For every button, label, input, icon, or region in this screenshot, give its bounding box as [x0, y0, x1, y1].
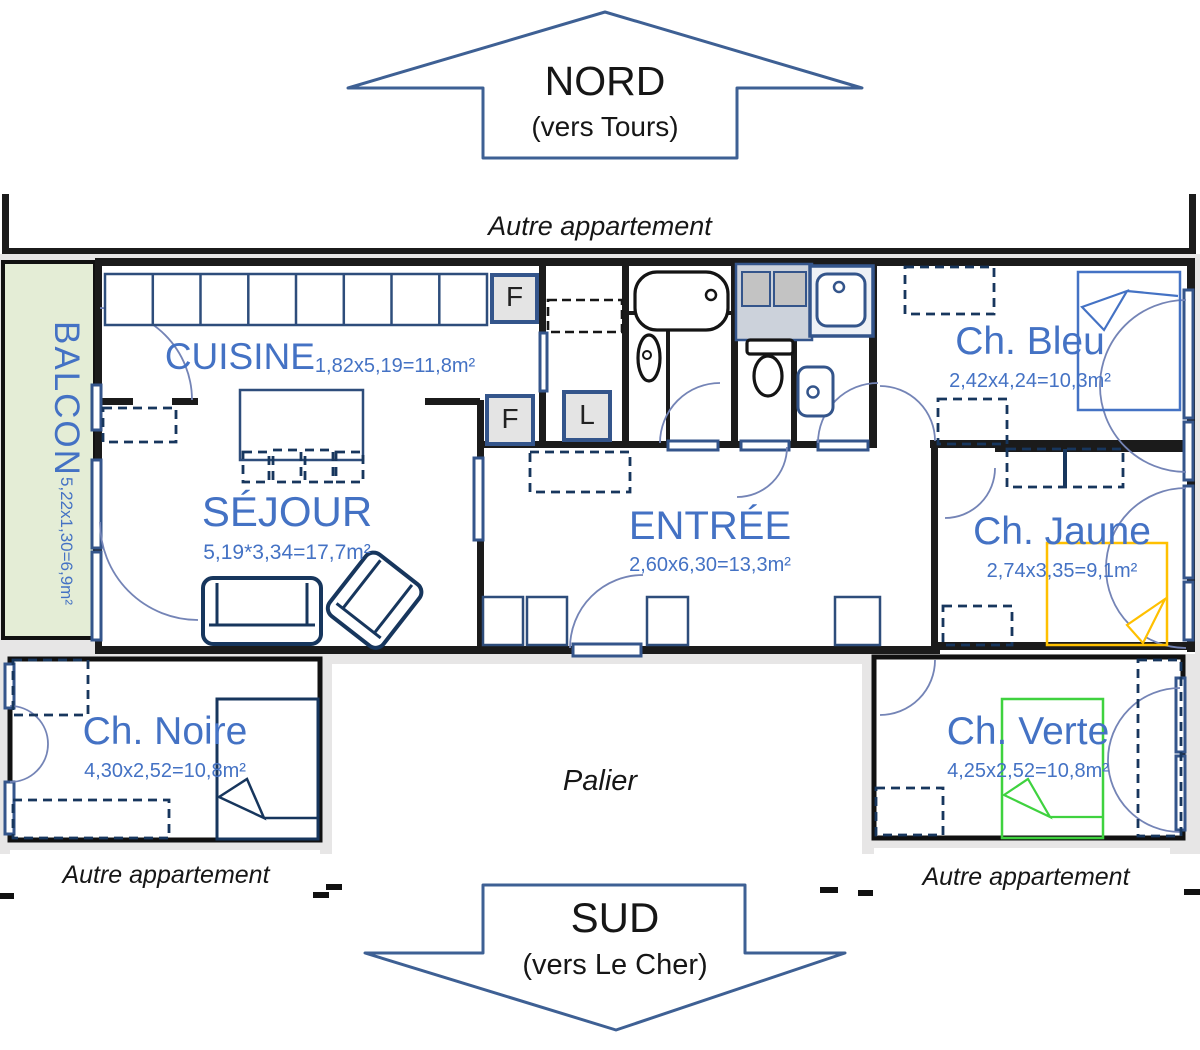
bedroom-noire-box — [7, 656, 323, 843]
bathtub — [633, 270, 730, 332]
entry-door-sill — [571, 642, 643, 658]
sejour-label: SÉJOUR 5,19*3,34=17,7m² — [177, 488, 397, 565]
sejour-name: SÉJOUR — [201, 488, 373, 535]
fridge-top-box — [490, 273, 539, 324]
balcon-label: BALCON5,22x1,30=6,9m² — [14, 290, 86, 635]
bath-sink — [636, 333, 662, 383]
window-ch-jaune — [1182, 484, 1195, 580]
washer-letter: L — [579, 399, 595, 430]
kitchen-cabinets — [103, 272, 489, 327]
ch-jaune-label: Ch. Jaune 2,74x3,35=9,1m² — [952, 510, 1172, 582]
cuisine-name: CUISINE — [164, 336, 315, 377]
bed-bleu — [1076, 270, 1182, 412]
entree-closets — [481, 595, 882, 647]
shower-sink — [808, 264, 875, 338]
kitchen-table — [238, 388, 365, 484]
ch-jaune-dims: 2,74x3,35=9,1m² — [986, 559, 1138, 582]
ch-verte-label: Ch. Verte 4,25x2,52=10,8m² — [918, 710, 1138, 782]
south-sublabel: (vers Le Cher) — [522, 949, 708, 981]
sejour-dims: 5,19*3,34=17,7m² — [203, 541, 371, 565]
cuisine-dims: 1,82x5,19=11,8m² — [314, 355, 476, 377]
fridge-top-letter: F — [505, 281, 524, 312]
entree-name: ENTRÉE — [628, 504, 792, 548]
door-arcs — [9, 299, 1187, 833]
ch-verte-dims: 4,25x2,52=10,8m² — [947, 759, 1109, 782]
south-label: SUD — [570, 894, 660, 941]
balcon-dims: 5,22x1,30=6,9m² — [57, 476, 76, 605]
armchair — [325, 550, 424, 650]
palier-floor — [332, 664, 862, 854]
appliance-boxes — [485, 273, 612, 446]
neighbor-box-left — [10, 850, 320, 902]
entree-label: ENTRÉE 2,60x6,30=13,3m² — [600, 505, 820, 576]
ch-noire-name: Ch. Noire — [82, 710, 248, 753]
washer-box — [562, 390, 612, 442]
neighbor-top-label: Autre appartement — [488, 211, 712, 241]
north-arrow — [346, 10, 864, 160]
ch-jaune-name: Ch. Jaune — [973, 510, 1151, 553]
bed-noire — [215, 697, 320, 841]
wc-cabinet — [734, 262, 814, 342]
small-basin — [796, 365, 835, 418]
sofa — [201, 576, 323, 646]
ch-noire-dims: 4,30x2,52=10,8m² — [84, 759, 246, 782]
dashed-furniture — [11, 265, 1183, 840]
north-label: NORD — [544, 58, 666, 104]
ch-verte-name: Ch. Verte — [946, 710, 1110, 753]
entree-dims: 2,60x6,30=13,3m² — [629, 554, 791, 576]
neighbor-box-right — [874, 848, 1170, 900]
neighbor-separators — [0, 194, 1200, 899]
fridge-bottom-box — [485, 394, 535, 446]
balcon-name: BALCON — [47, 320, 86, 477]
neighbor-bottom-left-label: Autre appartement — [62, 861, 270, 889]
bed-verte — [1000, 697, 1105, 840]
palier-label: Palier — [562, 765, 638, 797]
north-sublabel: (vers Tours) — [531, 111, 679, 142]
bed-jaune — [1045, 541, 1169, 647]
toilet — [745, 338, 795, 398]
south-arrow — [363, 883, 847, 1032]
fridge-bottom-letter: F — [501, 403, 519, 434]
ch-bleu-dims: 2,42x4,24=10,3m² — [949, 369, 1111, 392]
ch-bleu-name: Ch. Bleu — [955, 320, 1105, 363]
ch-bleu-label: Ch. Bleu 2,42x4,24=10,3m² — [920, 320, 1140, 392]
ch-noire-label: Ch. Noire 4,30x2,52=10,8m² — [55, 710, 275, 782]
neighbor-bottom-right-label: Autre appartement — [922, 863, 1130, 891]
window-ch-bleu — [1182, 288, 1195, 420]
